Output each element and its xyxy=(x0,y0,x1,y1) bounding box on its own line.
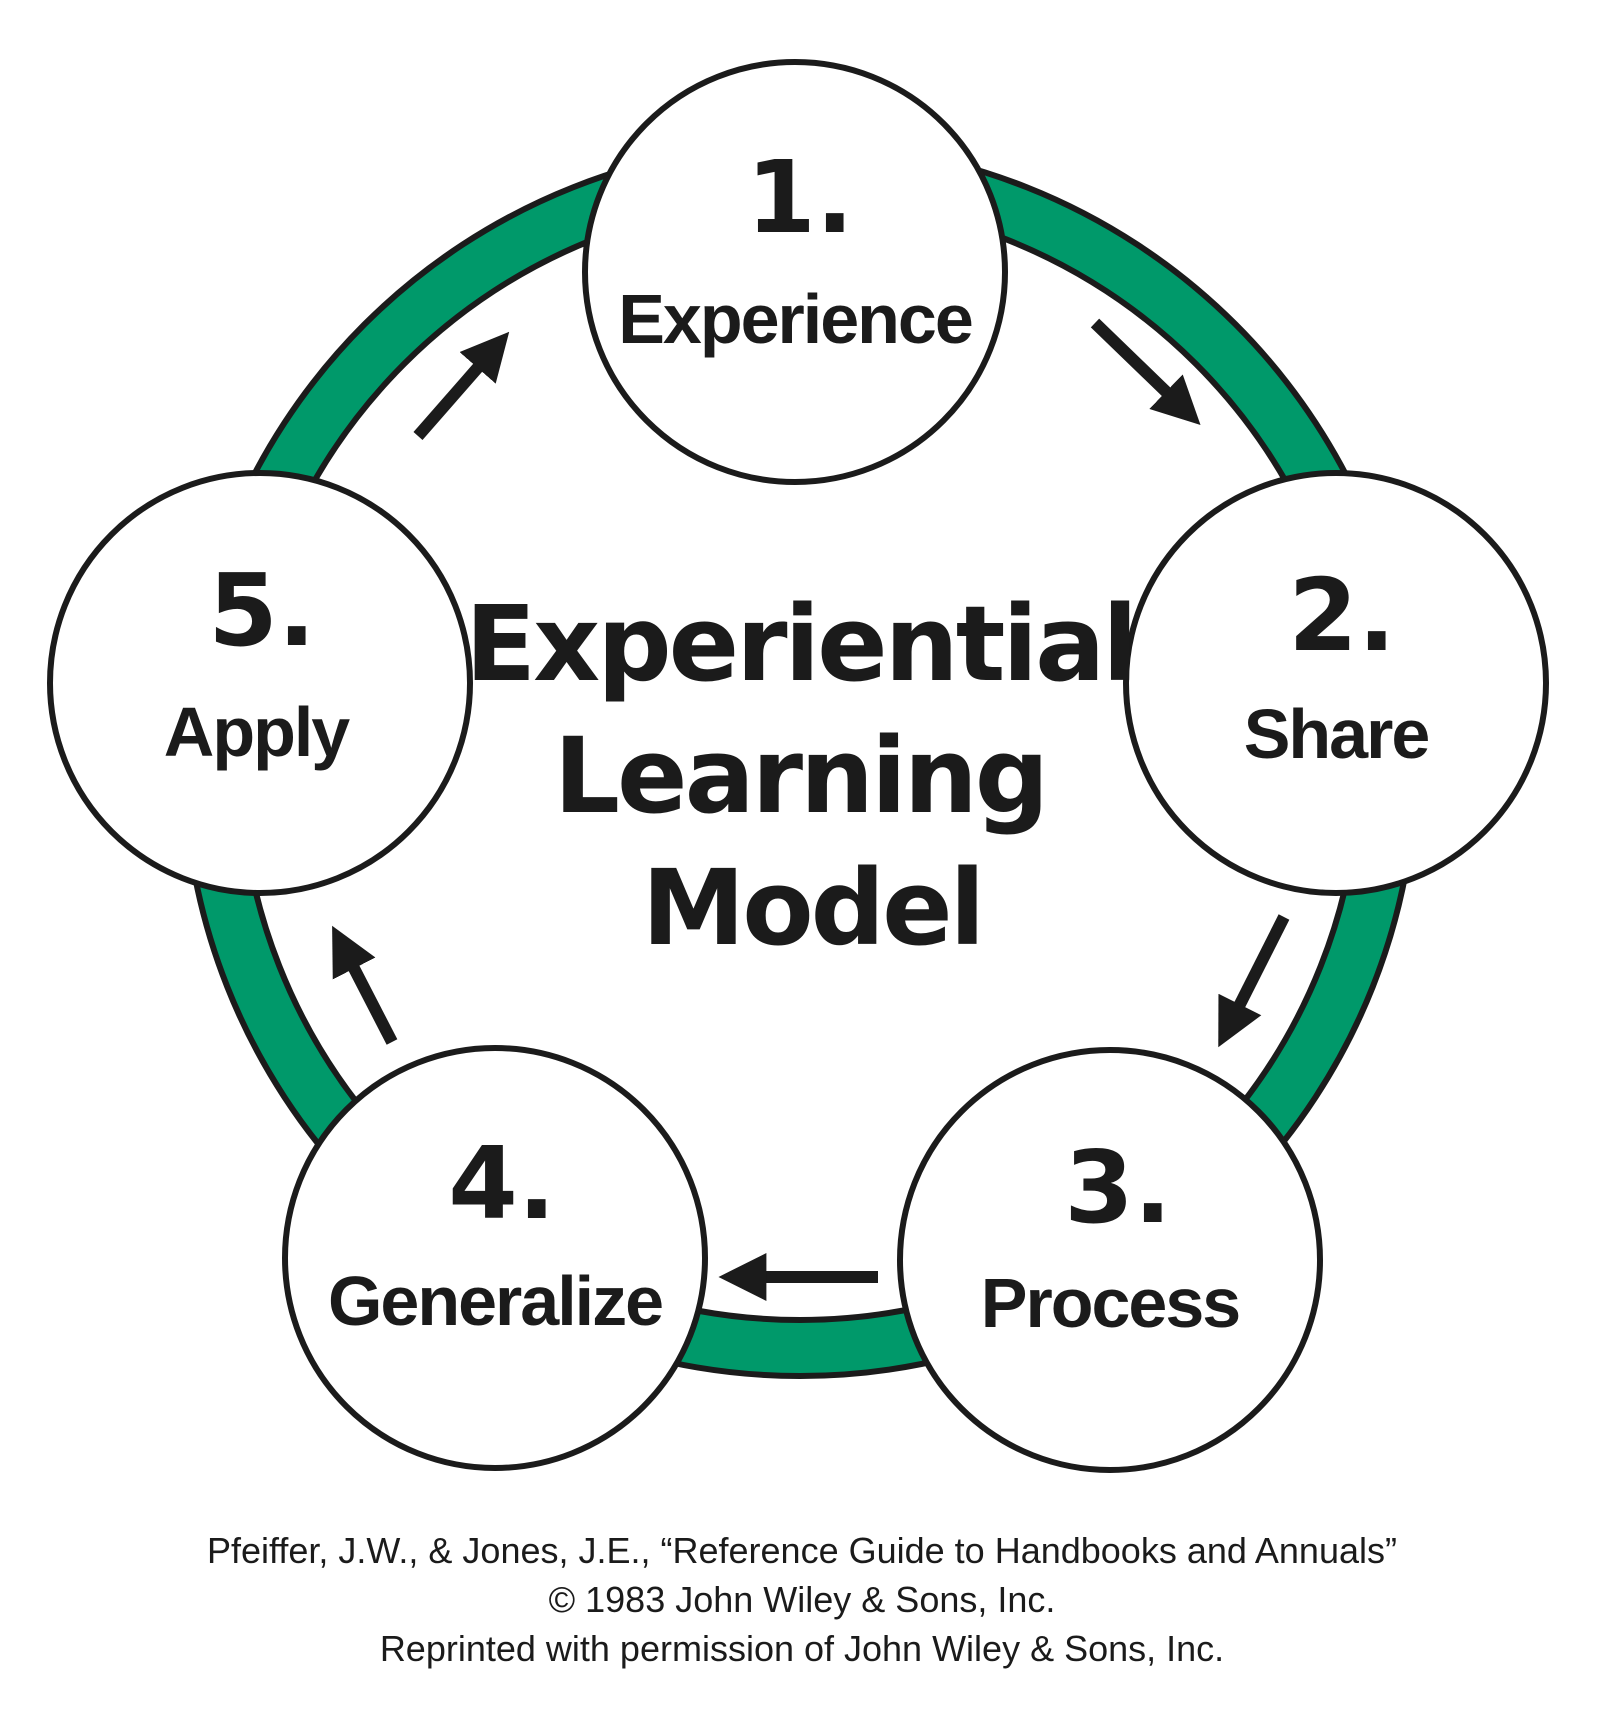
citation-line-2: © 1983 John Wiley & Sons, Inc. xyxy=(549,1579,1056,1620)
stage-4-label: Generalize xyxy=(328,1262,662,1340)
stage-2-number: 2. xyxy=(1288,557,1396,674)
stage-2: 2. Share xyxy=(1123,470,1549,896)
stage-5-number: 5. xyxy=(208,552,316,669)
stage-1: 1. Experience xyxy=(582,59,1008,485)
stage-5: 5. Apply xyxy=(47,470,473,896)
citation-line-1: Pfeiffer, J.W., & Jones, J.E., “Referenc… xyxy=(207,1530,1397,1571)
stage-1-number: 1. xyxy=(746,139,854,256)
center-title: Experiential Learning Model xyxy=(465,583,1138,969)
title-line-1: Experiential xyxy=(465,583,1135,705)
stage-4-number: 4. xyxy=(448,1125,556,1242)
stage-5-label: Apply xyxy=(164,693,351,771)
stage-3: 3. Process xyxy=(897,1047,1323,1473)
arrow-up-right-icon xyxy=(413,331,510,440)
arrow-right-down-icon xyxy=(1090,318,1201,426)
arrow-up-left-icon xyxy=(332,925,398,1045)
citation: Pfeiffer, J.W., & Jones, J.E., “Referenc… xyxy=(207,1530,1397,1669)
stage-4: 4. Generalize xyxy=(282,1045,708,1471)
title-line-2: Learning xyxy=(554,715,1046,837)
stage-1-label: Experience xyxy=(618,280,972,358)
title-line-3: Model xyxy=(642,847,983,969)
cycle-arrows xyxy=(332,318,1290,1301)
citation-line-3: Reprinted with permission of John Wiley … xyxy=(380,1628,1224,1669)
stage-3-label: Process xyxy=(981,1264,1239,1342)
stage-3-number: 3. xyxy=(1064,1129,1172,1246)
arrow-down-left-icon xyxy=(1218,914,1290,1048)
stage-2-label: Share xyxy=(1244,695,1429,773)
